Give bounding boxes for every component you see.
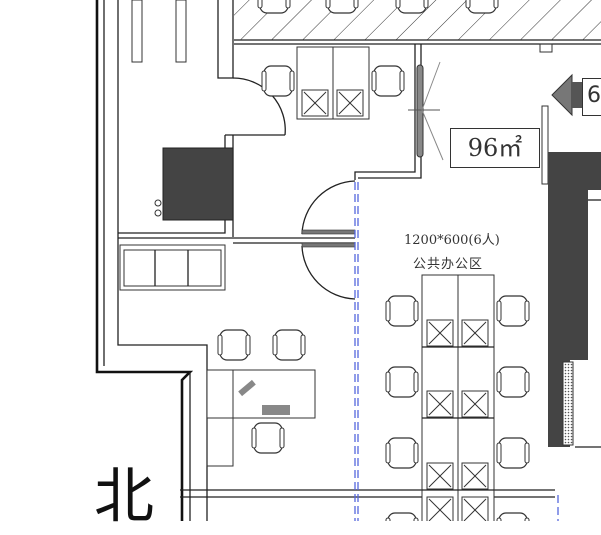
- desk-cluster-top: [261, 46, 405, 120]
- core-wall: [541, 105, 601, 448]
- direction-arrow-icon: [551, 73, 582, 117]
- area-label: 96㎡: [450, 128, 540, 168]
- desk-cluster-main: [385, 274, 530, 521]
- hatched-area: [234, 0, 601, 45]
- north-label: 北: [94, 462, 154, 532]
- double-door: [301, 180, 356, 300]
- exterior-wall: [95, 0, 208, 521]
- sign-number-label: 6: [582, 78, 601, 116]
- floor-plan: [95, 0, 601, 521]
- desk-spec-label: 1200*600(6人): [404, 233, 500, 248]
- equipment-block: [162, 147, 234, 221]
- zone-name-label: 公共办公区: [413, 257, 484, 272]
- office-furniture: [206, 329, 316, 467]
- glass-partition: [354, 182, 559, 521]
- interior-walls: [118, 0, 555, 498]
- sofa: [119, 244, 226, 291]
